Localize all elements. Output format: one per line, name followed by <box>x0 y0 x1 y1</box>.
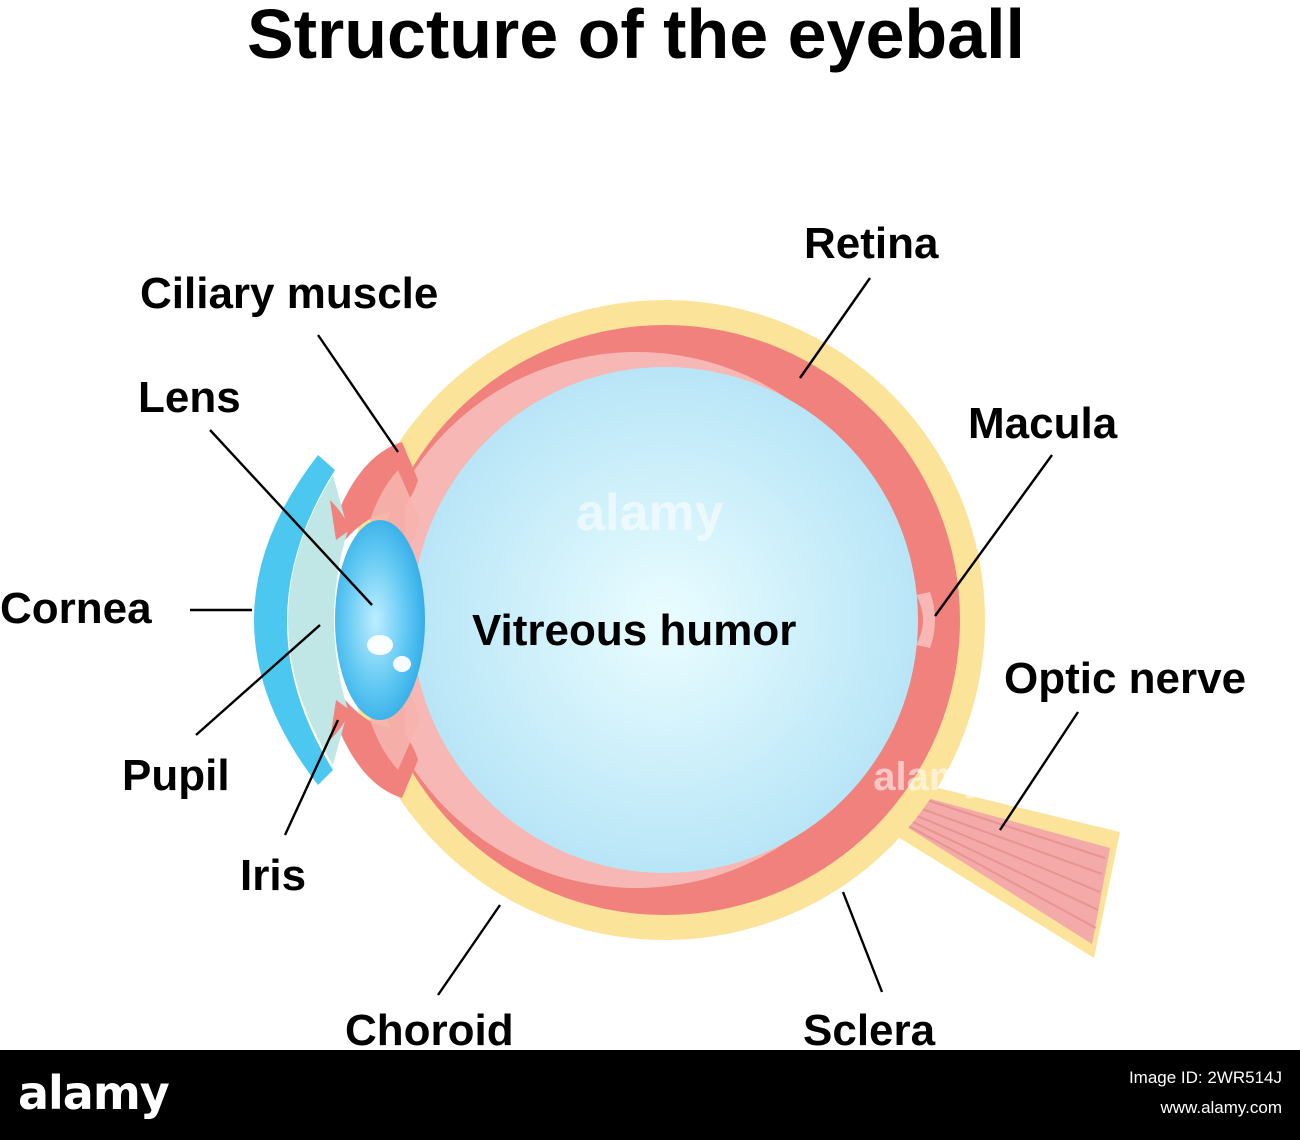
label-cornea: Cornea <box>0 584 152 633</box>
leader-choroid <box>437 904 501 996</box>
label-ciliary-muscle: Ciliary muscle <box>140 269 438 318</box>
lens-highlight-2 <box>393 656 411 672</box>
label-pupil: Pupil <box>122 751 230 800</box>
aqueous-chamber <box>288 475 348 765</box>
iris-lower <box>330 700 350 740</box>
optic-nerve-shape <box>872 772 1120 958</box>
leader-iris <box>283 719 340 836</box>
footer-brand-logo[interactable]: alamy <box>18 1066 170 1120</box>
leader-ciliary-muscle <box>317 334 399 453</box>
watermark-right: alamy <box>873 755 987 799</box>
label-choroid: Choroid <box>345 1006 514 1050</box>
ciliary-upper-muscle <box>370 470 420 560</box>
leader-optic-nerve <box>998 711 1080 831</box>
footer-bar: alamy Image ID: 2WR514J www.alamy.com <box>0 1050 1300 1140</box>
label-lens: Lens <box>138 373 241 422</box>
diagram-title: Structure of the eyeball <box>247 0 1025 73</box>
iris-upper <box>330 500 350 540</box>
leader-lens <box>209 429 373 606</box>
lens-shape <box>335 520 425 720</box>
leader-macula <box>934 454 1053 617</box>
ciliary-lower-muscle <box>370 680 420 770</box>
leader-sclera <box>841 891 884 993</box>
watermark-center: alamy <box>576 484 724 542</box>
leader-retina <box>799 277 871 379</box>
macula-shape <box>916 592 935 648</box>
label-optic-nerve: Optic nerve <box>1004 654 1246 703</box>
footer-url[interactable]: www.alamy.com <box>1160 1098 1282 1117</box>
label-retina: Retina <box>804 219 939 268</box>
leader-pupil <box>195 624 321 736</box>
cornea-shape <box>254 455 335 785</box>
label-iris: Iris <box>240 851 306 900</box>
ciliary-upper <box>335 442 418 540</box>
label-vitreous-humor: Vitreous humor <box>472 606 796 655</box>
label-macula: Macula <box>968 399 1118 448</box>
label-sclera: Sclera <box>803 1006 936 1050</box>
lens-highlight-1 <box>367 635 393 655</box>
footer-image-id: Image ID: 2WR514J <box>1128 1068 1282 1087</box>
vitreous-body <box>412 367 918 873</box>
ciliary-lower <box>335 700 418 798</box>
